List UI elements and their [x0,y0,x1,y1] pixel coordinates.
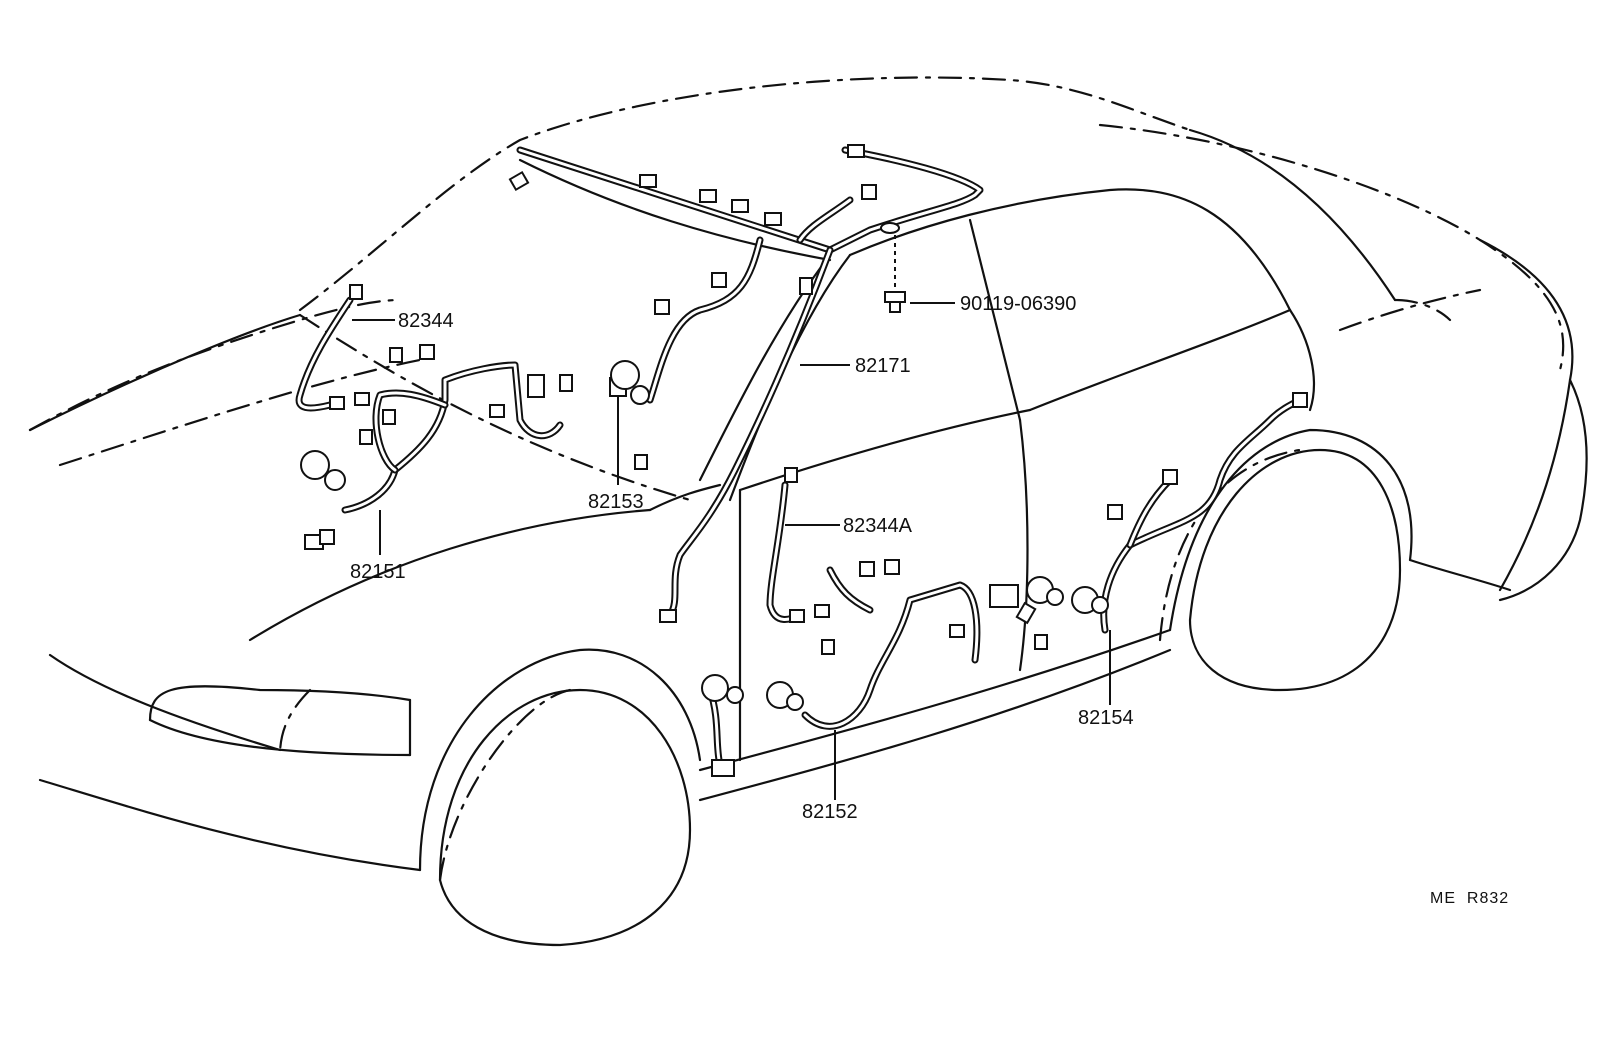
leader-lines [352,302,1111,800]
part-labels: 82344 82151 82153 82171 90119-06390 8234… [350,293,1134,823]
front-harness [295,296,564,514]
label-82344a: 82344A [843,515,913,537]
connectors [304,144,1308,777]
label-82153: 82153 [588,491,644,513]
door-harness-rear [1100,396,1304,634]
label-82344: 82344 [398,310,454,332]
label-82171: 82171 [855,355,911,377]
label-90119-06390: 90119-06390 [960,293,1076,315]
label-82151: 82151 [350,561,406,583]
roof-harness [516,146,984,619]
label-82152: 82152 [802,801,858,823]
car-body-outline [28,76,1588,947]
bulb-sockets [300,360,1109,711]
bolt-icon [884,235,906,313]
label-82154: 82154 [1078,707,1134,729]
reference-code: ME R832 [1430,890,1509,907]
